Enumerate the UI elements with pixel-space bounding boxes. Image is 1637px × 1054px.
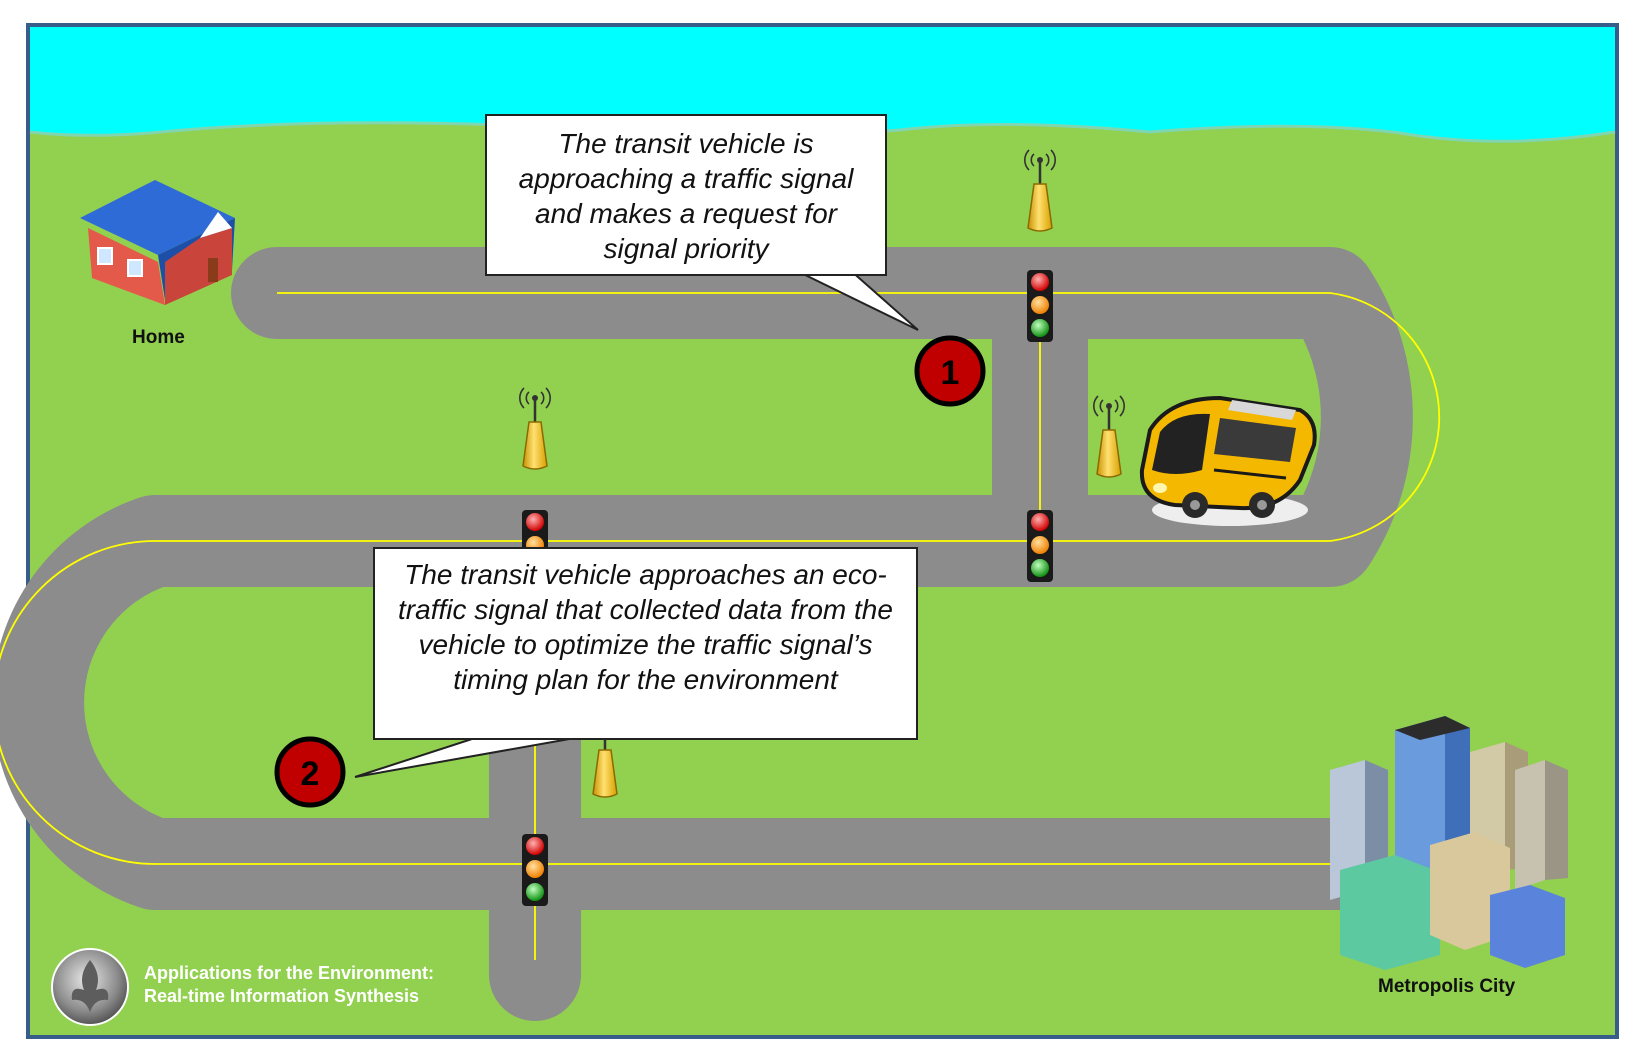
callout-step-1: The transit vehicle is approaching a tra… [485,114,887,276]
metropolis-city-label: Metropolis City [1378,976,1515,998]
transit-bus-icon [1142,398,1315,526]
aeris-logo-icon [52,949,128,1025]
logo-line-2: Real-time Information Synthesis [144,985,434,1008]
logo-line-1: Applications for the Environment: [144,962,434,985]
callout-step-2: The transit vehicle approaches an eco-tr… [373,547,918,740]
traffic-light-middle-icon [1027,510,1053,582]
svg-text:2: 2 [301,755,320,793]
step-2-marker: 2 [277,739,343,805]
step-1-marker: 1 [917,338,983,404]
svg-text:1: 1 [941,354,960,392]
traffic-light-bottom-icon [522,834,548,906]
logo-title: Applications for the Environment: Real-t… [144,962,434,1008]
traffic-light-top-icon [1027,270,1053,342]
home-label: Home [132,327,185,349]
